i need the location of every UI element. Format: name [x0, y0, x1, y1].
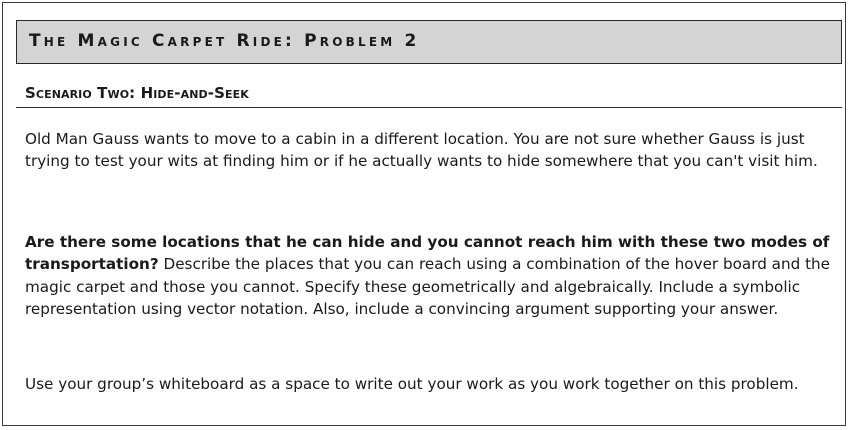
question-bold-text: Are there some locations that he can hid… [25, 233, 830, 274]
title-banner: The Magic Carpet Ride: Problem 2 [16, 20, 842, 64]
worksheet-frame: The Magic Carpet Ride: Problem 2 Scenari… [2, 2, 846, 426]
heading-divider [16, 107, 842, 108]
page-title: The Magic Carpet Ride: Problem 2 [29, 31, 420, 51]
scenario-heading: Scenario Two: Hide-and-Seek [25, 84, 249, 102]
intro-paragraph: Old Man Gauss wants to move to a cabin i… [25, 130, 818, 171]
question-body-text: Describe the places that you can reach u… [25, 255, 831, 318]
closing-paragraph: Use your group’s whiteboard as a space t… [25, 375, 799, 393]
question-paragraph: Are there some locations that he can hid… [25, 231, 830, 320]
